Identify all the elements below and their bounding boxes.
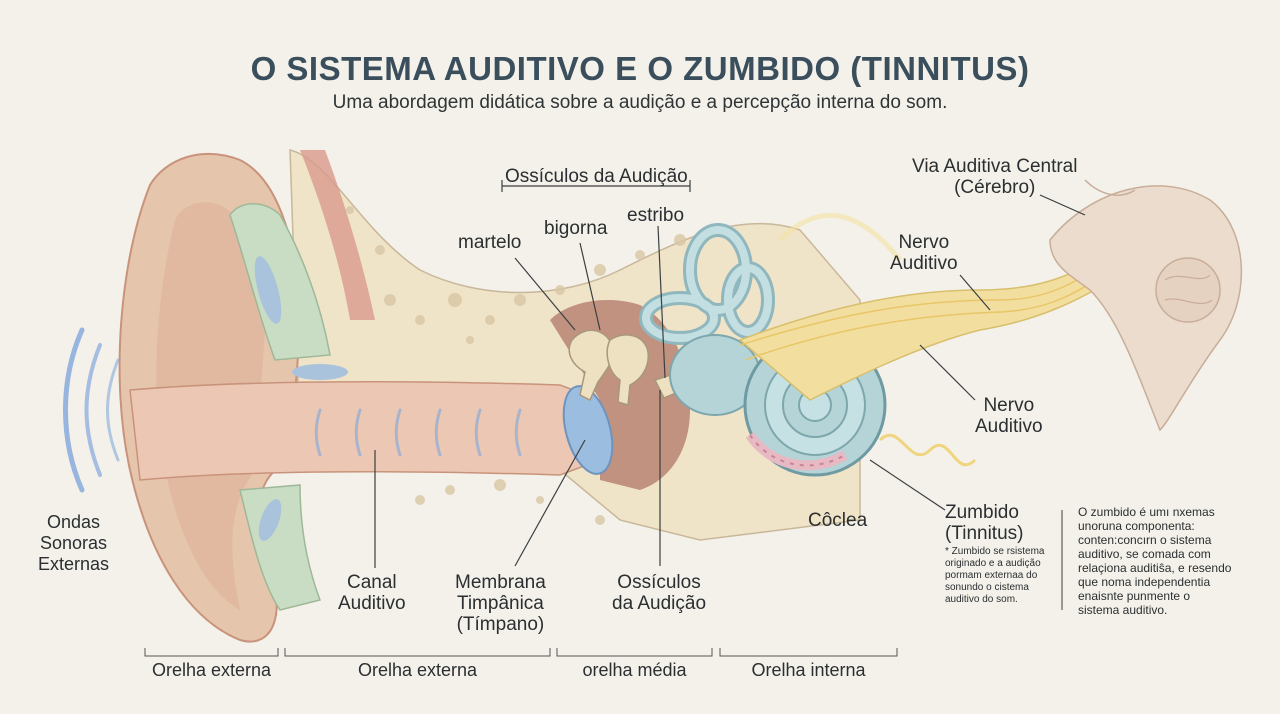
region-orelha-externa-2: Orelha externa xyxy=(357,660,478,680)
sound-waves xyxy=(63,327,120,493)
nerve-fibers xyxy=(739,257,1114,361)
label-zumbido: Zumbido(Tinnitus) xyxy=(945,502,1024,544)
malleus xyxy=(568,329,614,402)
tinnitus-sidebox: O zumbido é umı nxemas unoruna component… xyxy=(1078,505,1232,617)
brain-stem xyxy=(1049,179,1243,432)
incus xyxy=(606,334,649,406)
region-orelha-media: orelha média xyxy=(582,660,687,680)
cartilage-spot-2 xyxy=(292,364,348,380)
tinnitus-wave xyxy=(878,433,977,467)
cartilage-spot-3 xyxy=(258,499,282,541)
region-brackets xyxy=(144,648,898,657)
cartilage-lower xyxy=(239,484,321,611)
bone-texture xyxy=(346,206,686,525)
label-estribo: estribo xyxy=(627,205,685,226)
region-orelha-externa-1: Orelha externa xyxy=(151,660,272,680)
label-via-central: Via Auditiva Central(Cérebro) xyxy=(912,156,1078,198)
cartilage-upper xyxy=(229,203,331,361)
label-martelo: martelo xyxy=(458,232,522,253)
semicircular-canals-fill xyxy=(642,226,772,342)
page-title: O SISTEMA AUDITIVO E O ZUMBIDO (TINNITUS… xyxy=(250,50,1030,87)
region-orelha-interna: Orelha interna xyxy=(751,660,866,680)
canal-waves xyxy=(314,408,522,457)
leader-lines xyxy=(374,180,1086,568)
label-coclea: Côclea xyxy=(808,510,868,531)
muscle-strip xyxy=(300,150,375,320)
label-bigorna: bigorna xyxy=(544,218,608,239)
page-subtitle: Uma abordagem didática sobre a audição e… xyxy=(332,92,948,113)
zumbido-note: * Zumbido se rsistema originado e a audi… xyxy=(945,546,1045,605)
nerve-glow xyxy=(778,212,902,262)
tympanic-membrane xyxy=(562,385,614,475)
ear-canal xyxy=(129,380,601,481)
cartilage-spot xyxy=(254,256,282,324)
label-ossiculos-top: Ossículos da Audição xyxy=(505,166,688,187)
